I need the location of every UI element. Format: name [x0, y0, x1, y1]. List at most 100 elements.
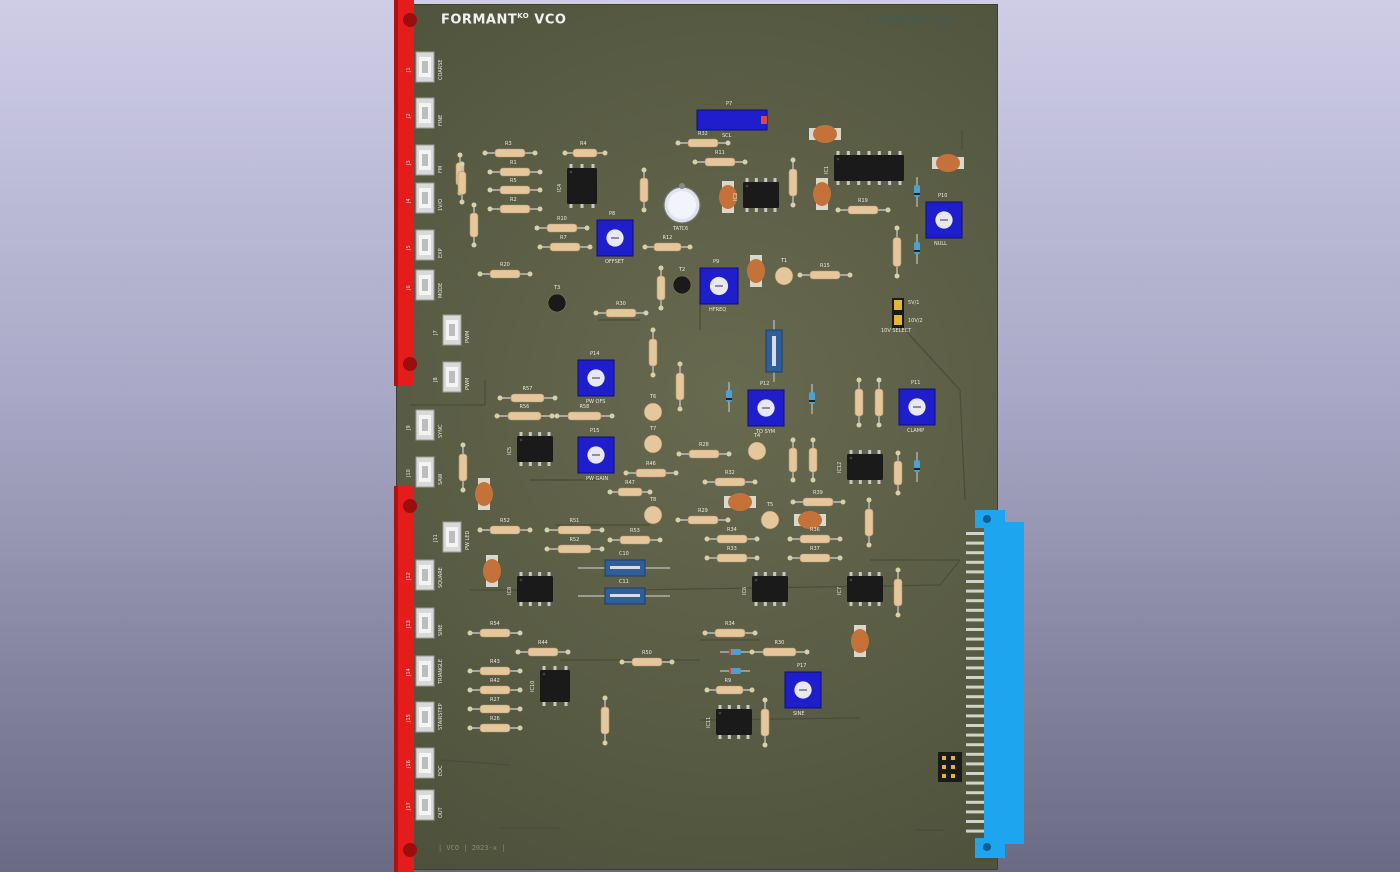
transistor-t3	[547, 293, 567, 313]
jack-label-j9: SYNC	[438, 424, 444, 438]
trimmer-label-p7: SCL	[722, 133, 732, 139]
resistor-label-r53: R53	[630, 528, 640, 534]
ic-label-ic6: IC6	[742, 586, 748, 595]
jack-j12	[415, 559, 435, 591]
edge-pin	[966, 752, 984, 756]
pcb-trace	[959, 389, 966, 501]
jack-j6	[415, 269, 435, 301]
edge-pin	[966, 532, 984, 535]
resistor-r5	[487, 185, 543, 195]
diode	[809, 384, 815, 414]
resistor-r2	[487, 204, 543, 214]
jack-j13	[415, 607, 435, 639]
resistor-r1	[487, 167, 543, 177]
edge-pin	[966, 580, 984, 583]
resistor-label-r33: R33	[727, 546, 737, 552]
jack-j4	[415, 182, 435, 214]
resistor-label-r47: R47	[625, 480, 635, 486]
resistor-label-r43: R43	[490, 659, 500, 665]
trimmer-label-p11: CLAMP	[907, 428, 925, 434]
trimmer-ref-p11: P11	[911, 380, 921, 386]
resistor-label-r9: R9	[724, 678, 732, 684]
resistor-r47	[607, 487, 653, 497]
jumper-label-2: 10V/2	[908, 318, 923, 324]
resistor-label-r30: R30	[616, 301, 626, 307]
ic-label-ic4: IC4	[557, 183, 563, 192]
film-capacitor-c11	[578, 587, 670, 605]
ic-ic5	[517, 432, 553, 466]
jack-j14	[415, 655, 435, 687]
resistor-r43	[467, 666, 523, 676]
jack-ref-j7: J7	[433, 330, 439, 335]
resistor-r9	[704, 685, 755, 695]
edge-pin	[966, 772, 984, 775]
jack-ref-j14: J14	[406, 668, 412, 676]
resistor-r44	[515, 647, 571, 657]
resistor-r18	[892, 225, 902, 279]
jack-ref-j17: J17	[406, 802, 412, 810]
ceramic-capacitor	[724, 493, 756, 511]
transistor-t1	[774, 266, 794, 286]
pcb-trace	[904, 329, 961, 391]
diode	[914, 452, 920, 482]
transistor-t5	[760, 510, 780, 530]
ic-ic12	[847, 450, 883, 484]
jack-j11	[442, 521, 462, 553]
edge-pin	[966, 820, 984, 823]
diode	[914, 234, 920, 264]
trimmer-p9	[699, 267, 739, 305]
ic-ic11	[716, 705, 752, 739]
edge-pin	[966, 676, 984, 679]
jack-label-j17: OUT	[438, 807, 444, 818]
jack-label-j12: SQUARE	[438, 567, 444, 588]
jack-ref-j10: J10	[406, 469, 412, 477]
resistor-r32	[702, 477, 758, 487]
board-title: FORMANTKO VCO	[441, 12, 567, 28]
ic-ic6	[752, 572, 788, 606]
resistor-r20	[477, 269, 533, 279]
trimmer-ref-p15: P15	[590, 428, 600, 434]
edge-pin	[966, 589, 984, 593]
ic-label-ic5: IC5	[507, 446, 513, 455]
resistor-r49	[675, 361, 685, 412]
resistor-r41	[760, 697, 770, 748]
resistor-r10	[534, 223, 590, 233]
ic-label-ic1: IC1	[824, 165, 830, 174]
jack-label-j13: SINE	[438, 624, 444, 636]
ic-label-ic11: IC11	[706, 716, 712, 728]
jack-j5	[415, 229, 435, 261]
jack-j9	[415, 409, 435, 441]
edge-pin	[966, 656, 984, 660]
jack-ref-j16: J16	[406, 760, 412, 768]
resistor-label-r42: R42	[490, 678, 500, 684]
resistor-label-r52: R52	[569, 537, 580, 543]
resistor-r19	[835, 205, 891, 215]
jack-label-j1: COARSE	[438, 59, 444, 80]
jack-label-j6: MODE	[438, 282, 444, 298]
resistor-label-r46: R46	[646, 461, 656, 467]
resistor-label-r51: R51	[569, 518, 580, 524]
resistor-r51	[544, 525, 605, 535]
trimmer-ref-p10: P10	[938, 193, 948, 199]
resistor-label-r52: R52	[500, 518, 510, 524]
resistor-r12	[642, 242, 693, 252]
board-ghost-text: FORMANT-KO	[866, 12, 957, 30]
range-jumper	[892, 298, 904, 328]
capacitor-label-c10: C10	[619, 551, 629, 557]
trimmer-p12	[747, 389, 785, 427]
ceramic-capacitor	[809, 125, 841, 143]
resistor-r36	[788, 437, 798, 483]
resistor-r17	[656, 265, 666, 311]
trimmer-p8	[596, 219, 634, 257]
ic-ic1	[834, 151, 904, 185]
resistor-r37	[787, 553, 843, 563]
resistor-r50	[619, 657, 675, 667]
ceramic-capacitor	[932, 154, 964, 172]
trimmer-label-p17: SINE	[793, 711, 805, 717]
resistor-r32	[675, 138, 731, 148]
ic-ic4	[567, 164, 597, 208]
resistor-r30	[593, 308, 649, 318]
edge-pin	[966, 647, 984, 651]
ceramic-capacitor	[483, 555, 501, 587]
film-capacitor-c9	[765, 320, 783, 382]
